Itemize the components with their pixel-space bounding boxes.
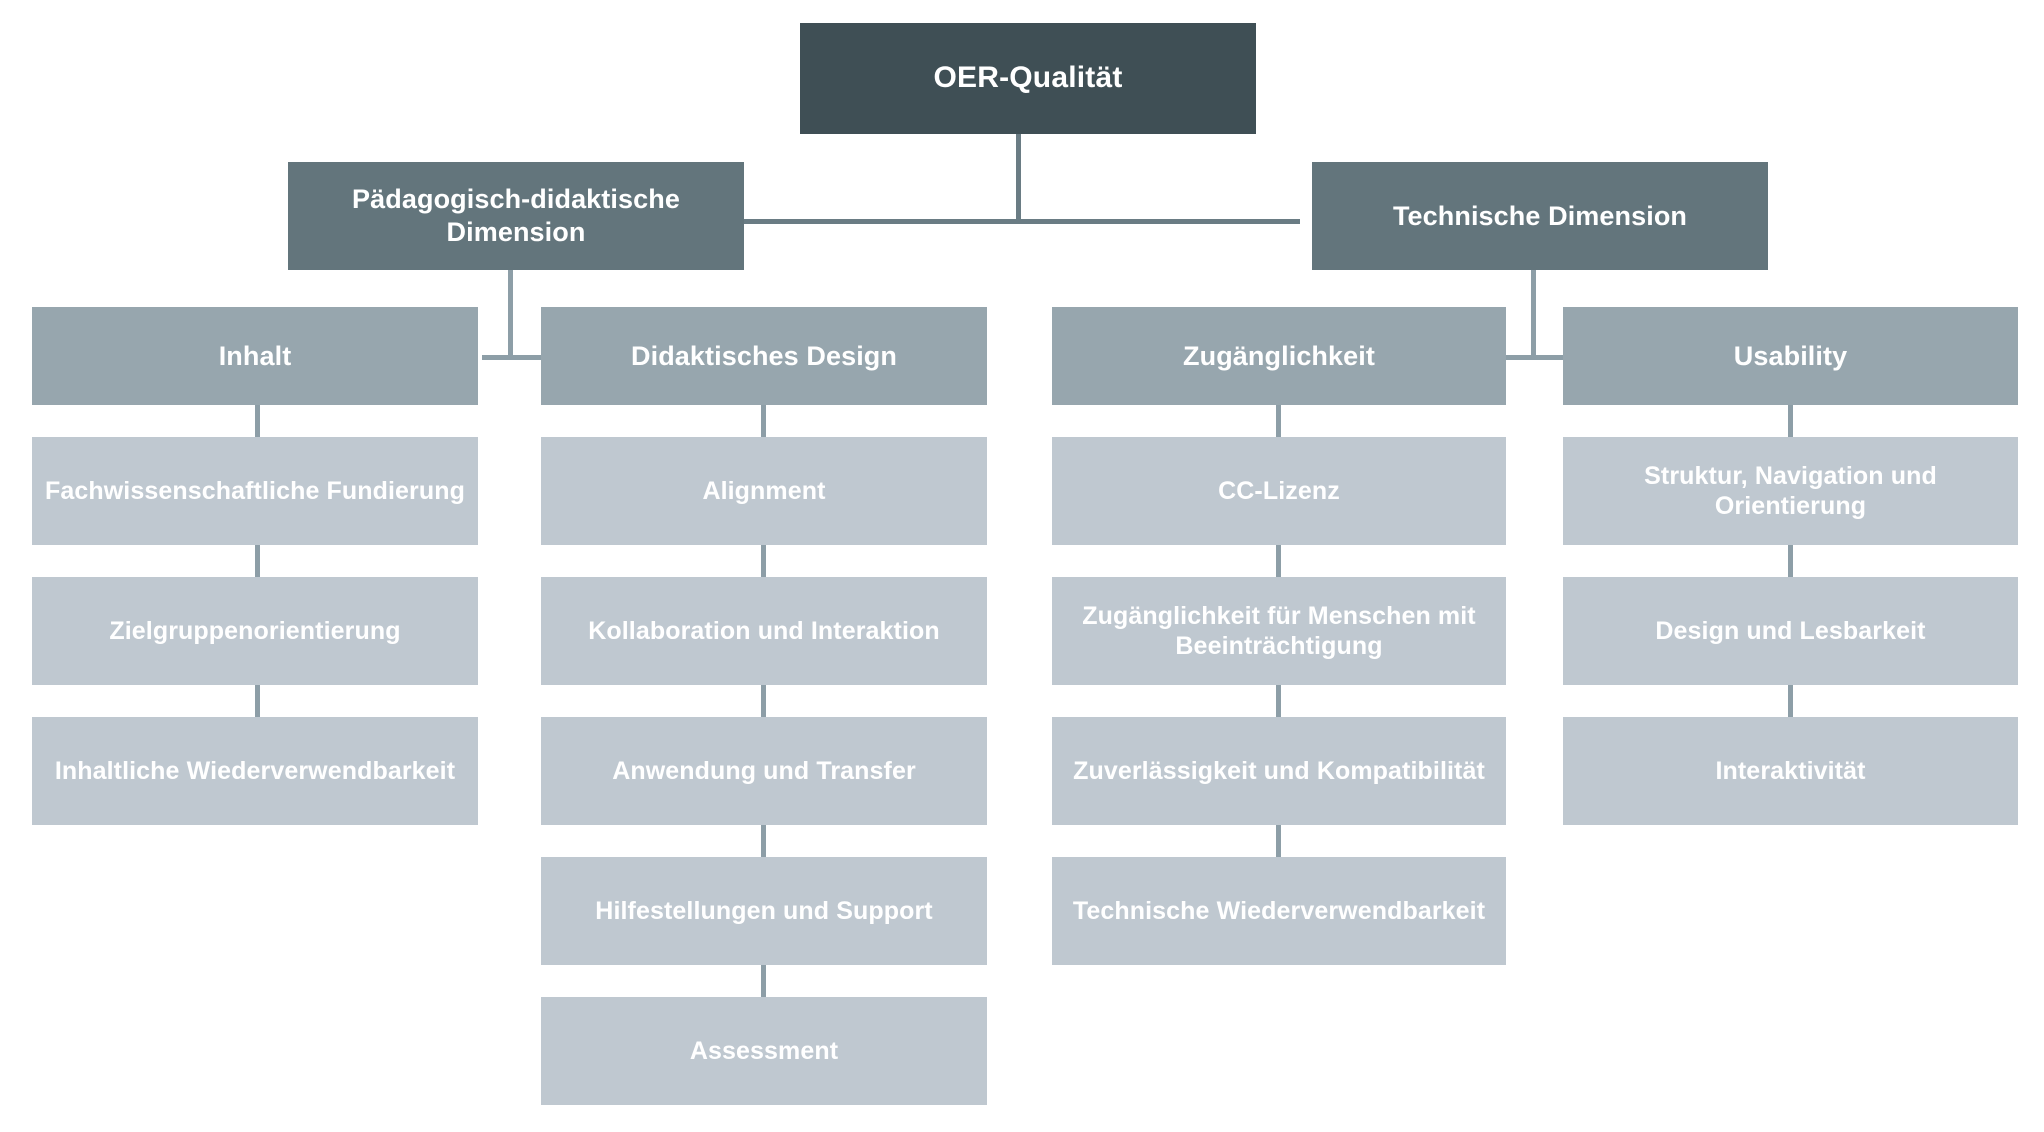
criterion-box[interactable]: Interaktivität bbox=[1563, 717, 2018, 825]
criterion-box[interactable]: Design und Lesbarkeit bbox=[1563, 577, 2018, 685]
category-inhalt[interactable]: Inhalt bbox=[32, 307, 478, 405]
category-usability[interactable]: Usability bbox=[1563, 307, 2018, 405]
criterion-box[interactable]: Alignment bbox=[541, 437, 987, 545]
connector-dimension-bus bbox=[740, 219, 1300, 224]
criterion-box[interactable]: Assessment bbox=[541, 997, 987, 1105]
connector-technische-stem bbox=[1531, 270, 1536, 360]
criterion-box[interactable]: Anwendung und Transfer bbox=[541, 717, 987, 825]
category-didaktisches-design[interactable]: Didaktisches Design bbox=[541, 307, 987, 405]
connector-zugaenglichkeit-chain bbox=[1276, 405, 1281, 965]
criterion-box[interactable]: Zugänglichkeit für Menschen mit Beeinträ… bbox=[1052, 577, 1506, 685]
criterion-box[interactable]: Zielgruppenorientierung bbox=[32, 577, 478, 685]
dimension-paedagogisch-didaktische[interactable]: Pädagogisch-didaktische Dimension bbox=[288, 162, 744, 270]
connector-root-stem bbox=[1016, 134, 1021, 222]
criterion-box[interactable]: Struktur, Navigation und Orientierung bbox=[1563, 437, 2018, 545]
criterion-box[interactable]: Hilfestellungen und Support bbox=[541, 857, 987, 965]
criterion-box[interactable]: CC-Lizenz bbox=[1052, 437, 1506, 545]
connector-paedagogisch-bus bbox=[482, 355, 542, 360]
dimension-technische[interactable]: Technische Dimension bbox=[1312, 162, 1768, 270]
connector-paedagogisch-stem bbox=[508, 270, 513, 360]
criterion-box[interactable]: Technische Wiederverwendbarkeit bbox=[1052, 857, 1506, 965]
category-zugaenglichkeit[interactable]: Zugänglichkeit bbox=[1052, 307, 1506, 405]
criterion-box[interactable]: Fachwissenschaftliche Fundierung bbox=[32, 437, 478, 545]
root-node-oer-qualitaet[interactable]: OER-Qualität bbox=[800, 23, 1256, 134]
connector-technische-bus bbox=[1505, 355, 1565, 360]
criterion-box[interactable]: Zuverlässigkeit und Kompatibilität bbox=[1052, 717, 1506, 825]
criterion-box[interactable]: Inhaltliche Wiederverwendbarkeit bbox=[32, 717, 478, 825]
criterion-box[interactable]: Kollaboration und Interaktion bbox=[541, 577, 987, 685]
